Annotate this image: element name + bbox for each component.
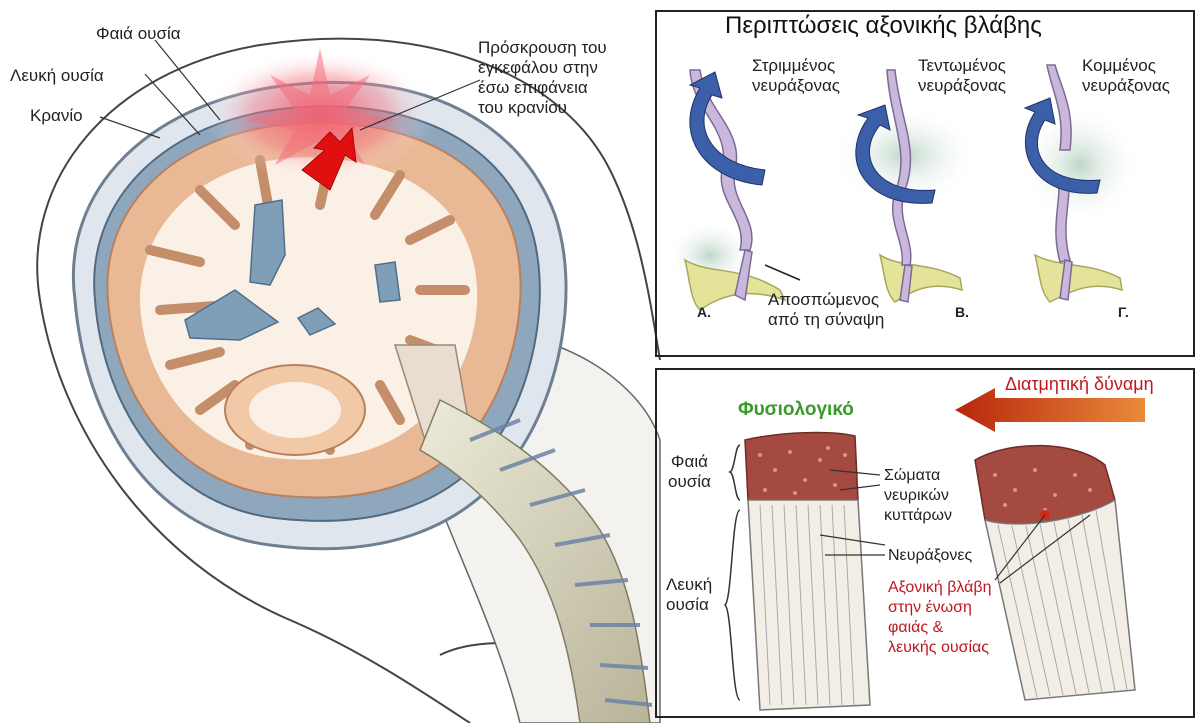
normal-label: Φυσιολογικό [738,400,854,420]
impact-line-4: του κρανίου [478,98,607,118]
detached-label: Αποσπώμενος από τη σύναψη [768,290,884,330]
injury-line-1: Αξονική βλάβη [888,578,992,598]
letter-c: Γ. [1118,304,1129,320]
cell-bodies-line-1: Σώματα [884,466,952,486]
axons-label: Νευράξονες [888,546,972,566]
tissue-white-line-1: Λευκή [666,575,712,595]
cut-line-1: Κομμένος [1082,56,1170,76]
tissue-white-matter-label: Λευκή ουσία [666,575,712,615]
skull-label: Κρανίο [30,106,83,126]
impact-label: Πρόσκρουση του εγκεφάλου στην έσω επιφάν… [478,38,607,118]
shear-tissue-panel [655,368,1195,718]
letter-b: B. [955,304,969,320]
impact-line-2: εγκεφάλου στην [478,58,607,78]
detached-line-1: Αποσπώμενος [768,290,884,310]
cut-label: Κομμένος νευράξονας [1082,56,1170,96]
gray-matter-label: Φαιά ουσία [96,24,181,44]
tissue-white-line-2: ουσία [666,595,712,615]
twisted-line-1: Στριμμένος [752,56,840,76]
tissue-gray-matter-label: Φαιά ουσία [668,452,711,492]
axonal-panel-title: Περιπτώσεις αξονικής βλάβης [725,16,1042,36]
tissue-gray-line-1: Φαιά [668,452,711,472]
injury-line-3: φαιάς & [888,618,992,638]
stretched-line-1: Τεντωμένος [918,56,1006,76]
injury-line-2: στην ένωση [888,598,992,618]
twisted-line-2: νευράξονας [752,76,840,96]
stretched-line-2: νευράξονας [918,76,1006,96]
cell-bodies-line-3: κυττάρων [884,506,952,526]
white-matter-label: Λευκή ουσία [10,66,104,86]
shear-force-label: Διατμητική δύναμη [1005,374,1154,394]
detached-line-2: από τη σύναψη [768,310,884,330]
cell-bodies-label: Σώματα νευρικών κυττάρων [884,466,952,526]
cerebellum [225,365,365,455]
axonal-injury-label: Αξονική βλάβη στην ένωση φαιάς & λευκής … [888,578,992,658]
cut-line-2: νευράξονας [1082,76,1170,96]
injury-line-4: λευκής ουσίας [888,638,992,658]
twisted-label: Στριμμένος νευράξονας [752,56,840,96]
impact-line-3: έσω επιφάνεια [478,78,607,98]
impact-line-1: Πρόσκρουση του [478,38,607,58]
tissue-gray-line-2: ουσία [668,472,711,492]
stretched-label: Τεντωμένος νευράξονας [918,56,1006,96]
cell-bodies-line-2: νευρικών [884,486,952,506]
letter-a: A. [697,304,711,320]
